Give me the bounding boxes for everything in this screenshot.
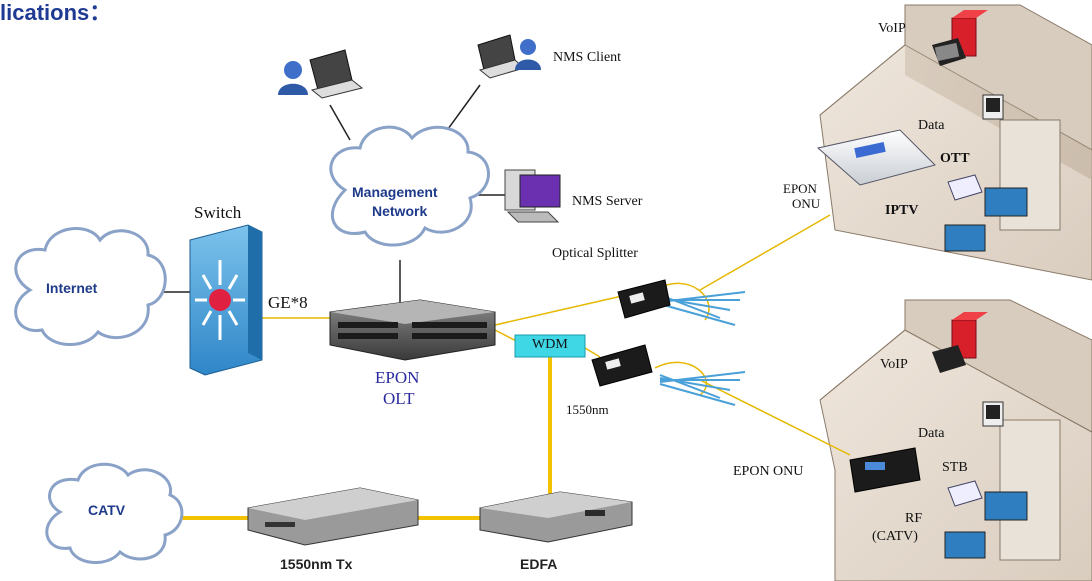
wavelength-label: 1550nm bbox=[566, 402, 609, 417]
optical-splitter-bottom bbox=[591, 344, 653, 387]
catv-label: CATV bbox=[88, 502, 126, 518]
stb-icon-top bbox=[947, 174, 983, 201]
laptop-icon bbox=[477, 34, 526, 79]
data-label-bottom: Data bbox=[918, 426, 945, 441]
onu-label-top-1: EPON bbox=[783, 181, 817, 196]
iptv-label: IPTV bbox=[885, 203, 919, 218]
laptop-icon bbox=[309, 49, 364, 99]
server-icon bbox=[504, 169, 561, 223]
tv-icon-top bbox=[944, 187, 1028, 252]
management-cloud bbox=[329, 125, 490, 247]
management-network-label-2: Network bbox=[372, 203, 428, 219]
switch-device bbox=[189, 224, 263, 376]
olt-label-1: EPON bbox=[375, 368, 420, 387]
ott-label: OTT bbox=[940, 151, 970, 166]
nms-server-label: NMS Server bbox=[572, 194, 643, 209]
phone-icon-bottom bbox=[932, 345, 966, 373]
ge-label: GE*8 bbox=[268, 293, 308, 312]
wdm-box bbox=[514, 334, 586, 358]
data-label-top: Data bbox=[918, 118, 945, 133]
tv-icon-bottom bbox=[944, 491, 1028, 559]
optical-splitter-label: Optical Splitter bbox=[552, 246, 638, 261]
edfa-device bbox=[479, 491, 633, 543]
onu-label-top-2: ONU bbox=[792, 196, 821, 211]
onu-device-top bbox=[816, 129, 936, 186]
internet-cloud bbox=[14, 227, 167, 346]
catv-cloud bbox=[45, 462, 184, 565]
tx-device bbox=[247, 487, 419, 546]
tx-label: 1550nm Tx bbox=[280, 556, 353, 572]
onu-label-bottom: EPON ONU bbox=[733, 464, 804, 479]
olt-label-2: OLT bbox=[383, 389, 415, 408]
internet-label: Internet bbox=[46, 280, 98, 296]
management-network-label-1: Management bbox=[352, 184, 438, 200]
stb-label: STB bbox=[942, 460, 968, 475]
edfa-label: EDFA bbox=[520, 556, 558, 572]
wdm-label: WDM bbox=[532, 337, 568, 352]
splitter-fibers bbox=[659, 291, 746, 406]
optical-splitter-top bbox=[617, 279, 671, 319]
rf-label-2: (CATV) bbox=[872, 529, 918, 544]
rf-label-1: RF bbox=[905, 511, 923, 526]
nms-client-label: NMS Client bbox=[553, 50, 622, 65]
olt-chassis bbox=[329, 299, 496, 361]
voip-label-top: VoIP bbox=[878, 21, 906, 36]
pc-icon-bottom bbox=[982, 401, 1004, 427]
phone-icon-top bbox=[932, 38, 966, 66]
page-heading: lications： bbox=[0, 0, 112, 25]
user-icon bbox=[515, 39, 541, 70]
pc-icon-top bbox=[982, 94, 1004, 120]
user-icon bbox=[278, 61, 308, 95]
thin-fiber-links bbox=[262, 214, 851, 456]
stb-icon-bottom bbox=[947, 480, 983, 507]
voip-label-bottom: VoIP bbox=[880, 357, 908, 372]
switch-label: Switch bbox=[194, 203, 242, 222]
onu-device-bottom bbox=[849, 447, 921, 493]
